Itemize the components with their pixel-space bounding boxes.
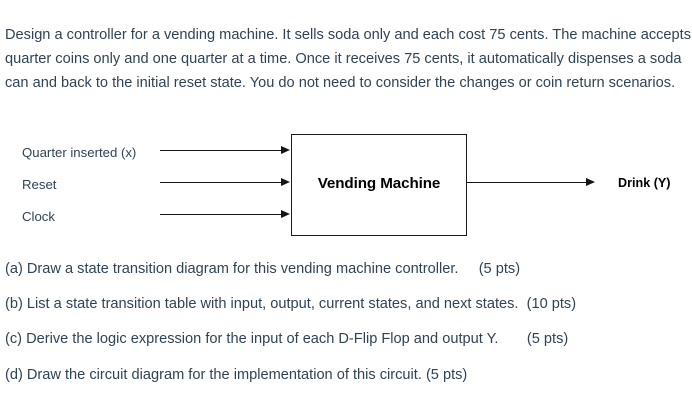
question-item-a: (a) Draw a state transition diagram for … [5,261,521,277]
input-wire-reset [160,182,282,183]
output-label-drink: Drink (Y) [618,176,671,190]
question-item-d: (d) Draw the circuit diagram for the imp… [5,367,468,383]
vending-machine-block-label: Vending Machine [317,175,441,192]
input-wire-clock [160,214,282,215]
arrow-head-icon-quarter [281,146,290,154]
vending-machine-block: Vending Machine [291,134,467,236]
output-wire-drink [467,182,587,183]
arrow-head-icon-drink [586,178,595,186]
arrow-head-icon-clock [281,210,290,218]
question-item-b: (b) List a state transition table with i… [5,296,577,312]
problem-statement: Design a controller for a vending machin… [5,26,692,91]
question-item-c: (c) Derive the logic expression for the … [5,331,569,347]
input-wire-quarter-inserted [160,150,282,151]
input-label-clock: Clock [22,209,55,224]
arrow-head-icon-reset [281,178,290,186]
input-label-reset: Reset [22,177,57,192]
input-label-quarter-inserted: Quarter inserted (x) [22,145,137,160]
block-diagram: Quarter inserted (x) Reset Clock Vending… [0,125,692,250]
